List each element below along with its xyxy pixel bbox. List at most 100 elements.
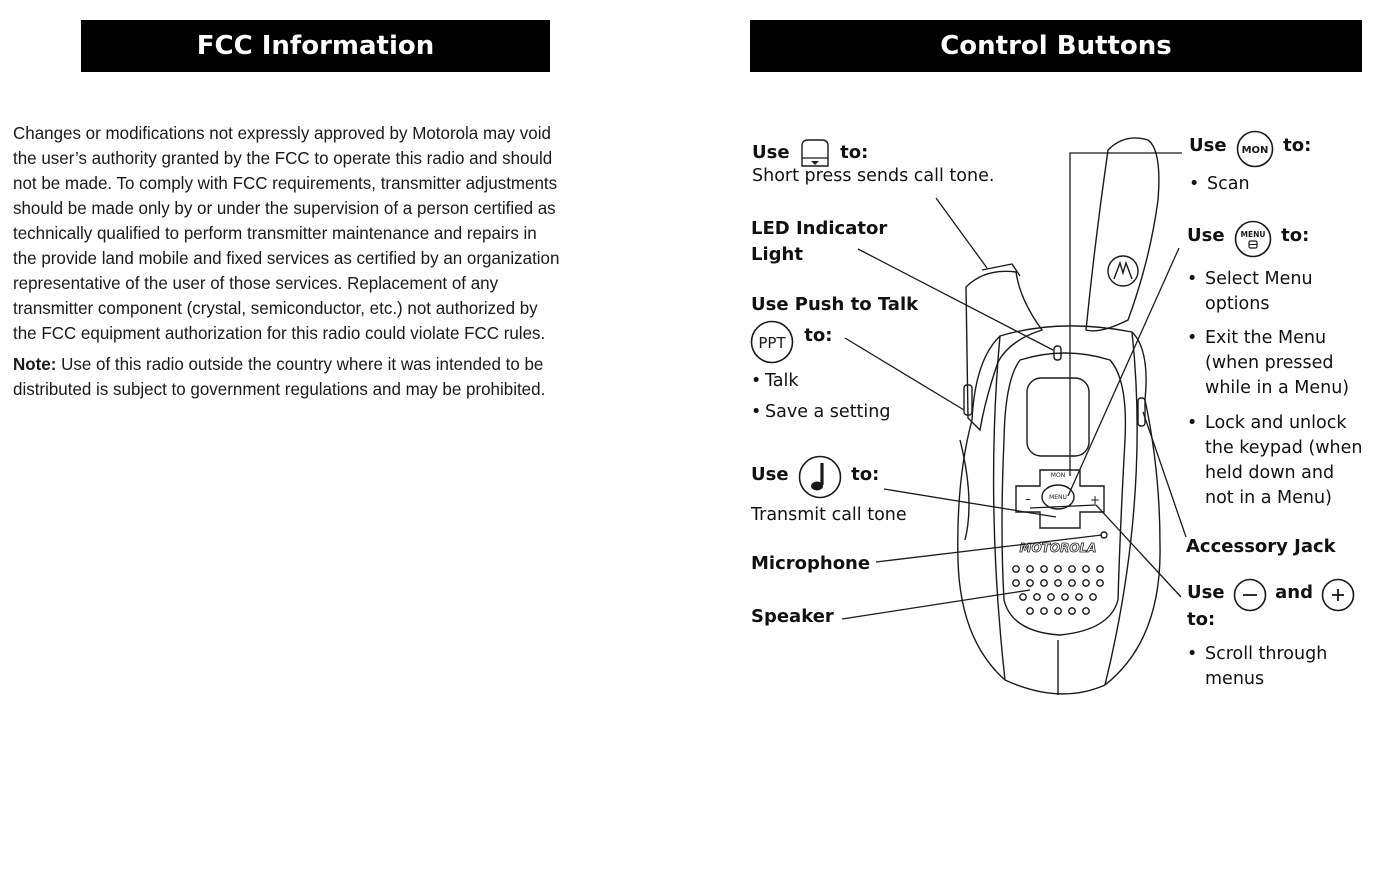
radio-menu-key-text: MENU bbox=[1049, 494, 1067, 501]
callout-line-call-tone bbox=[935, 197, 988, 269]
tone-use-text: Use bbox=[751, 464, 789, 485]
bullet-dot: • bbox=[1187, 269, 1198, 289]
fcc-paragraph: Changes or modifications not expressly a… bbox=[13, 121, 621, 346]
music-note-button-icon bbox=[798, 455, 842, 499]
mon-use-label: Use MON to: bbox=[1189, 130, 1311, 168]
fcc-note: Note: Use of this radio outside the coun… bbox=[13, 352, 621, 402]
control-buttons-header: Control Buttons bbox=[750, 20, 1362, 72]
ptt-button-text: PPT bbox=[758, 334, 786, 352]
mon-bullet-scan: • Scan bbox=[1189, 172, 1369, 197]
scroll-and-text: and bbox=[1275, 582, 1313, 603]
dpad-outline bbox=[1015, 469, 1105, 529]
menu-use-label: Use MENU to: bbox=[1187, 220, 1309, 258]
tone-use-label: Use to: bbox=[751, 455, 879, 499]
minus-button-icon bbox=[1233, 578, 1267, 612]
menu-bullet-line: not in a Menu) bbox=[1205, 488, 1332, 508]
motorola-logo-circle bbox=[1107, 255, 1139, 287]
mon-button-icon: MON bbox=[1236, 130, 1274, 168]
fcc-line: the provide land mobile and fixed servic… bbox=[13, 248, 560, 268]
svg-text:–: – bbox=[1025, 492, 1031, 506]
bullet-dot: • bbox=[751, 402, 762, 422]
ptt-bullet-save: • Save a setting bbox=[751, 400, 951, 425]
menu-bullet-exit: • Exit the Menu (when pressed while in a… bbox=[1187, 326, 1372, 401]
radio-brand-text: MOTOROLA bbox=[1020, 541, 1097, 555]
menu-key-outline bbox=[1041, 484, 1075, 510]
radio-body-outline bbox=[957, 325, 1161, 695]
menu-button-text: MENU bbox=[1240, 230, 1265, 239]
menu-bullet-line: held down and bbox=[1205, 463, 1335, 483]
note-label: Note: bbox=[13, 354, 57, 374]
menu-to-text: to: bbox=[1281, 225, 1310, 246]
belt-clip-outline bbox=[965, 270, 1044, 432]
note-line: distributed is subject to government reg… bbox=[13, 379, 546, 399]
callout-line-scroll bbox=[1095, 504, 1182, 598]
fcc-line: the FCC equipment authorization for this… bbox=[13, 323, 546, 343]
callout-line-ptt bbox=[844, 337, 965, 411]
menu-bullet-line: options bbox=[1205, 294, 1270, 314]
menu-bullet-line: the keypad (when bbox=[1205, 438, 1363, 458]
ptt-title: Use Push to Talk bbox=[751, 294, 919, 315]
fcc-line: transmitter component (crystal, semicond… bbox=[13, 298, 538, 318]
plus-button-icon bbox=[1321, 578, 1355, 612]
scroll-bullet-line: Scroll through bbox=[1205, 644, 1328, 664]
fcc-line: technically qualified to perform transmi… bbox=[13, 223, 537, 243]
radio-mon-key-text: MON bbox=[1051, 472, 1065, 479]
ptt-button-icon: PPT bbox=[750, 320, 794, 364]
fcc-line: should be made only by or under the supe… bbox=[13, 198, 556, 218]
microphone-label: Microphone bbox=[751, 553, 871, 574]
call-tone-use-label: Use to: bbox=[752, 138, 868, 168]
speaker-grille bbox=[1012, 565, 1104, 615]
ptt-bullet-text: Talk bbox=[765, 371, 799, 391]
tone-description: Transmit call tone bbox=[751, 505, 907, 525]
ptt-side-button bbox=[963, 384, 973, 416]
bullet-dot: • bbox=[1187, 328, 1198, 348]
fcc-body-text: Changes or modifications not expressly a… bbox=[13, 121, 621, 408]
menu-bullet-line: Lock and unlock bbox=[1205, 413, 1347, 433]
scroll-use-label: Use and bbox=[1187, 578, 1355, 612]
callout-line-tone bbox=[883, 488, 1057, 518]
callout-line-led bbox=[857, 248, 1054, 351]
bullet-dot: • bbox=[751, 371, 762, 391]
fcc-information-header: FCC Information bbox=[81, 20, 550, 72]
svg-text:+: + bbox=[1090, 493, 1100, 507]
call-tone-to-text: to: bbox=[840, 142, 869, 163]
accessory-jack-label: Accessory Jack bbox=[1186, 536, 1336, 557]
mon-button-text: MON bbox=[1241, 145, 1268, 156]
radio-illustration: MOTOROLA MON MENU – + bbox=[841, 137, 1187, 695]
callout-line-speaker bbox=[841, 589, 1031, 620]
callout-line-menu bbox=[1067, 247, 1180, 497]
front-panel-outline bbox=[1001, 352, 1127, 636]
note-line: Use of this radio outside the country wh… bbox=[56, 354, 544, 374]
led-indicator bbox=[1053, 345, 1062, 361]
fcc-line: representative of the user of those serv… bbox=[13, 273, 499, 293]
led-indicator-label-line2: Light bbox=[751, 244, 803, 265]
fcc-line: Changes or modifications not expressly a… bbox=[13, 123, 551, 143]
mon-use-text: Use bbox=[1189, 135, 1227, 156]
tone-to-text: to: bbox=[851, 464, 880, 485]
accessory-jack bbox=[1137, 397, 1146, 427]
callout-line-microphone bbox=[875, 534, 1103, 563]
speaker-label: Speaker bbox=[751, 606, 834, 627]
led-indicator-label-line1: LED Indicator bbox=[751, 218, 888, 239]
antenna-outline bbox=[1085, 137, 1160, 332]
menu-bullet-line: Exit the Menu bbox=[1205, 328, 1327, 348]
call-tone-button-icon bbox=[801, 139, 829, 167]
call-tone-use-text: Use bbox=[752, 142, 790, 163]
callout-line-mon bbox=[1069, 152, 1182, 476]
menu-bullet-line: Select Menu bbox=[1205, 269, 1313, 289]
menu-bullet-line: while in a Menu) bbox=[1205, 378, 1350, 398]
menu-bullet-lock: • Lock and unlock the keypad (when held … bbox=[1187, 411, 1372, 511]
scroll-bullet-line: menus bbox=[1205, 669, 1265, 689]
menu-button-icon: MENU bbox=[1234, 220, 1272, 258]
bullet-dot: • bbox=[1187, 644, 1198, 664]
bullet-dot: • bbox=[1187, 413, 1198, 433]
bullet-dot: • bbox=[1189, 174, 1200, 194]
menu-bullet-select: • Select Menu options bbox=[1187, 267, 1372, 317]
ptt-use-label: PPT to: bbox=[750, 320, 832, 364]
fcc-line: not be made. To comply with FCC requirem… bbox=[13, 173, 558, 193]
ptt-bullet-text: Save a setting bbox=[765, 402, 891, 422]
display-window bbox=[1026, 377, 1090, 457]
ptt-bullet-talk: • Talk bbox=[751, 369, 951, 394]
call-tone-description: Short press sends call tone. bbox=[752, 166, 995, 186]
mon-bullet-text: Scan bbox=[1207, 174, 1250, 194]
